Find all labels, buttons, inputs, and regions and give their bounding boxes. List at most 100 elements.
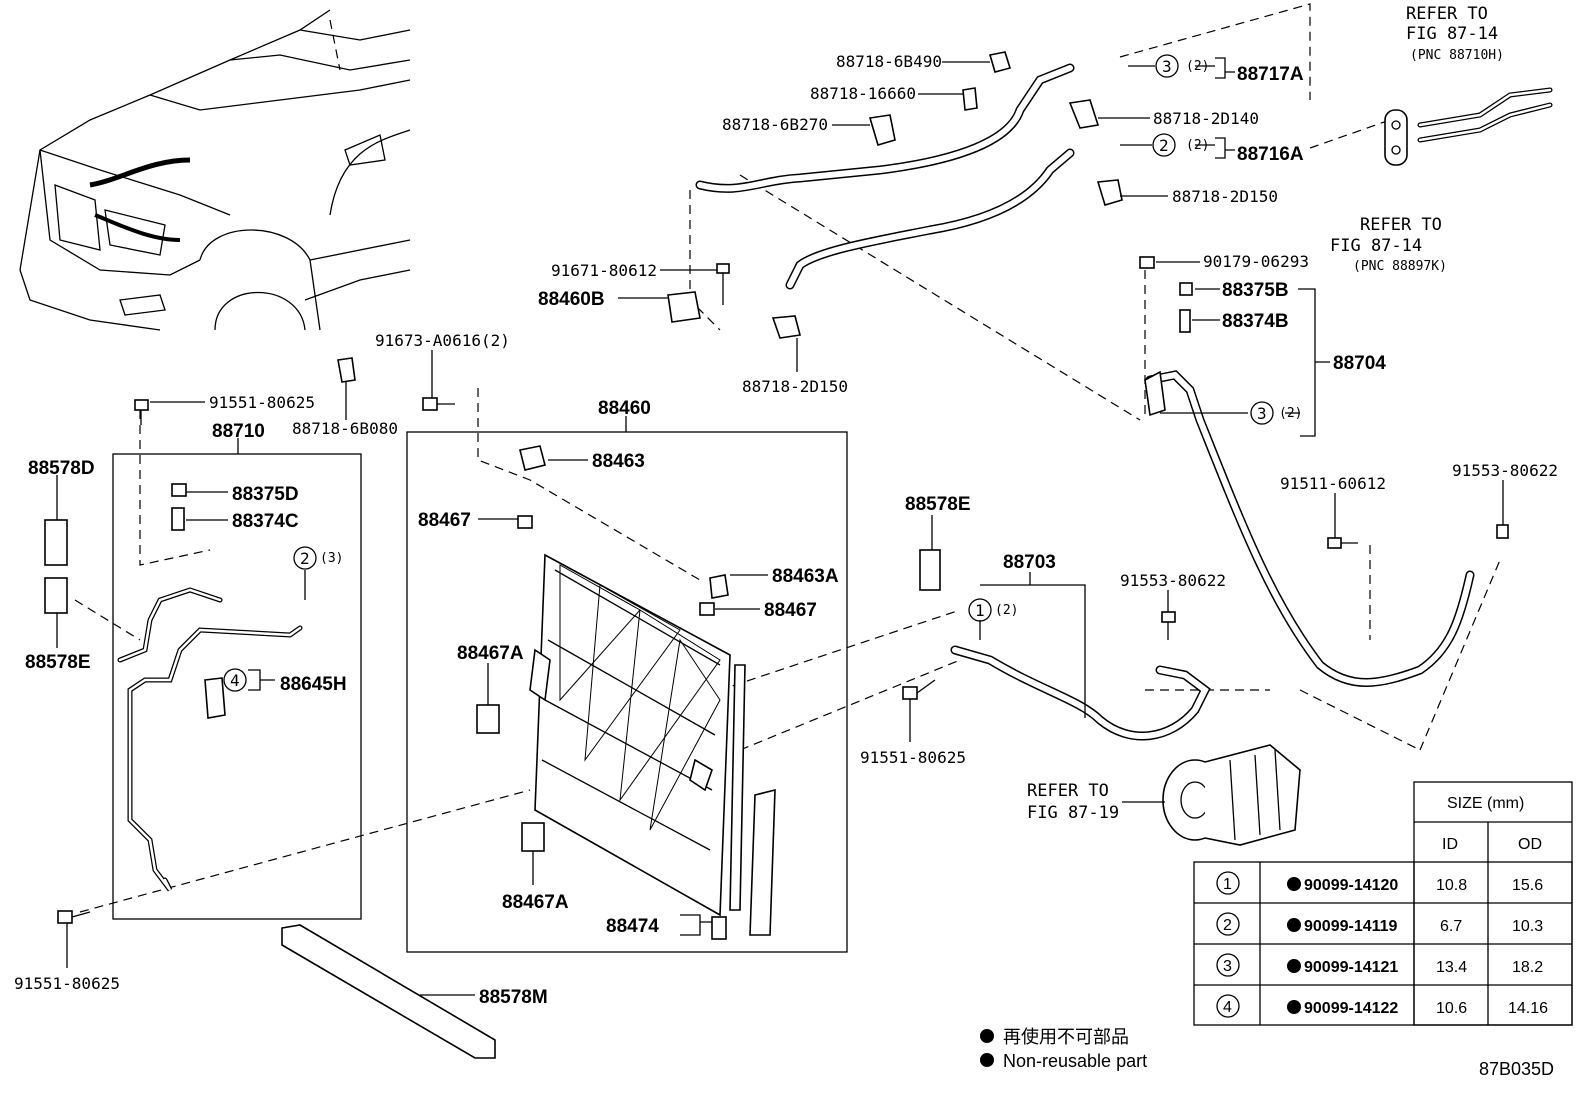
callout-2-88710: 2	[300, 549, 310, 568]
label-88718-6B080: 88718-6B080	[292, 419, 398, 438]
label-88375D: 88375D	[232, 484, 299, 505]
pipe-88716A	[785, 148, 1075, 290]
label-91551-80625-top: 91551-80625	[209, 393, 315, 412]
label-88467-right: 88467	[764, 600, 817, 621]
small-parts	[44, 51, 1509, 940]
ref-87-14-a-pnc: (PNC 88710H)	[1410, 48, 1504, 63]
row-od: 15.6	[1512, 877, 1543, 894]
label-88718-6B490: 88718-6B490	[836, 52, 942, 71]
assembly-box-88460	[406, 431, 848, 953]
label-88704: 88704	[1333, 353, 1386, 374]
ref-87-14-b-line1: REFER TO	[1360, 215, 1442, 235]
callout-2-88716A-qty: (2)	[1186, 138, 1209, 153]
row-id: 10.8	[1436, 877, 1467, 894]
label-91553-80622-right: 91553-80622	[1452, 461, 1558, 480]
pipe-88703	[950, 645, 1211, 741]
label-91551-80625-bottom: 91551-80625	[14, 974, 120, 993]
ref-87-19-line2: FIG 87-19	[1027, 803, 1119, 823]
label-88718-16660: 88718-16660	[810, 84, 916, 103]
table-row: 2 90099-14119 6.7 10.3	[1216, 912, 1543, 936]
label-88578M: 88578M	[479, 987, 548, 1008]
row-key: 3	[1223, 958, 1232, 975]
label-88375B: 88375B	[1222, 280, 1289, 301]
figure-references: REFER TO FIG 87-14 (PNC 88710H) REFER TO…	[1027, 4, 1504, 823]
label-88374B: 88374B	[1222, 311, 1289, 332]
size-table-title: SIZE (mm)	[1447, 795, 1524, 812]
callout-2-88710-qty: (3)	[320, 551, 343, 566]
label-88463: 88463	[592, 451, 645, 472]
label-88710: 88710	[212, 421, 265, 442]
assembly-box-88710	[112, 453, 362, 920]
ref-87-14-b-line2: FIG 87-14	[1330, 236, 1422, 256]
row-key: 4	[1223, 999, 1232, 1016]
size-table-col-od: OD	[1518, 836, 1542, 853]
label-88578D: 88578D	[28, 458, 95, 479]
pipe-88710	[117, 587, 303, 892]
table-row: 3 90099-14121 13.4 18.2	[1216, 953, 1543, 977]
legend-english: Non-reusable part	[1003, 1051, 1147, 1071]
label-91551-80625-mid: 91551-80625	[860, 748, 966, 767]
label-88467A-top: 88467A	[457, 643, 524, 664]
legend-japanese: 再使用不可部品	[1003, 1027, 1129, 1047]
row-od: 14.16	[1508, 1000, 1548, 1017]
label-88467A-bottom: 88467A	[502, 892, 569, 913]
row-part: 90099-14120	[1304, 877, 1398, 894]
figure-code: 87B035D	[1479, 1059, 1554, 1079]
label-88716A: 88716A	[1237, 144, 1304, 165]
size-table-col-id: ID	[1442, 836, 1458, 853]
row-key: 1	[1223, 876, 1232, 893]
label-88578E-left: 88578E	[25, 652, 91, 673]
label-90179-06293: 90179-06293	[1203, 252, 1309, 271]
label-91673-A0616: 91673-A0616(2)	[375, 331, 510, 350]
callout-4-88645H: 4	[230, 671, 240, 690]
callout-3-88704: 3	[1257, 404, 1267, 423]
label-88467-left: 88467	[418, 510, 471, 531]
label-91553-80622-mid: 91553-80622	[1120, 571, 1226, 590]
label-88718-6B270: 88718-6B270	[722, 115, 828, 134]
ref-87-14-a-line2: FIG 87-14	[1406, 24, 1498, 44]
row-id: 13.4	[1436, 959, 1467, 976]
label-88718-2D150-mid: 88718-2D150	[742, 377, 848, 396]
air-guide-88578M	[281, 924, 496, 1059]
row-od: 18.2	[1512, 959, 1543, 976]
label-88463A: 88463A	[772, 566, 839, 587]
table-row: 1 90099-14120 10.8 15.6	[1216, 871, 1543, 895]
ref-87-14-a-line1: REFER TO	[1406, 4, 1488, 24]
label-88645H: 88645H	[280, 674, 347, 695]
compressor-illustration	[1162, 744, 1301, 846]
label-88374C: 88374C	[232, 511, 299, 532]
callout-3-88704-qty: (2)	[1279, 406, 1302, 421]
label-91671-80612: 91671-80612	[551, 261, 657, 280]
ref-87-19-line1: REFER TO	[1027, 781, 1109, 801]
callout-2-88716A: 2	[1159, 136, 1169, 155]
label-88718-2D150-top: 88718-2D150	[1172, 187, 1278, 206]
row-part: 90099-14121	[1304, 959, 1398, 976]
row-id: 6.7	[1440, 918, 1462, 935]
solid-leader-lines	[56, 57, 1504, 996]
pipe-88717A	[695, 63, 1075, 193]
row-id: 10.6	[1436, 1000, 1467, 1017]
callout-3-88717A: 3	[1162, 57, 1172, 76]
row-part: 90099-14119	[1304, 918, 1398, 935]
label-88718-2D140: 88718-2D140	[1153, 109, 1259, 128]
label-91511-60612: 91511-60612	[1280, 474, 1386, 493]
label-88460B: 88460B	[538, 289, 605, 310]
ref-87-14-b-pnc: (PNC 88897K)	[1353, 259, 1447, 274]
row-part: 90099-14122	[1304, 1000, 1398, 1017]
size-table: SIZE (mm) ID OD 1 90099-14120 10.8 15.6 …	[1193, 781, 1573, 1026]
legend: 再使用不可部品 Non-reusable part	[980, 1027, 1147, 1071]
row-od: 10.3	[1512, 918, 1543, 935]
label-88578E-right: 88578E	[905, 494, 971, 515]
label-88474: 88474	[606, 916, 659, 937]
callout-3-88717A-qty: (2)	[1186, 59, 1209, 74]
pipe-88704	[1145, 370, 1475, 687]
part-number-labels: 88718-6B490 88718-16660 88718-6B270 8871…	[14, 52, 1558, 1008]
vehicle-illustration	[19, 9, 411, 331]
label-88717A: 88717A	[1237, 64, 1304, 85]
table-row: 4 90099-14122 10.6 14.16	[1216, 994, 1548, 1018]
label-88703: 88703	[1003, 552, 1056, 573]
pipe-assembly-88710H	[1384, 87, 1553, 166]
row-key: 2	[1223, 917, 1232, 934]
callout-markers: 3 (2) 2 (2) 3 (2) 2 (3) 4 1 (2)	[223, 54, 1302, 692]
